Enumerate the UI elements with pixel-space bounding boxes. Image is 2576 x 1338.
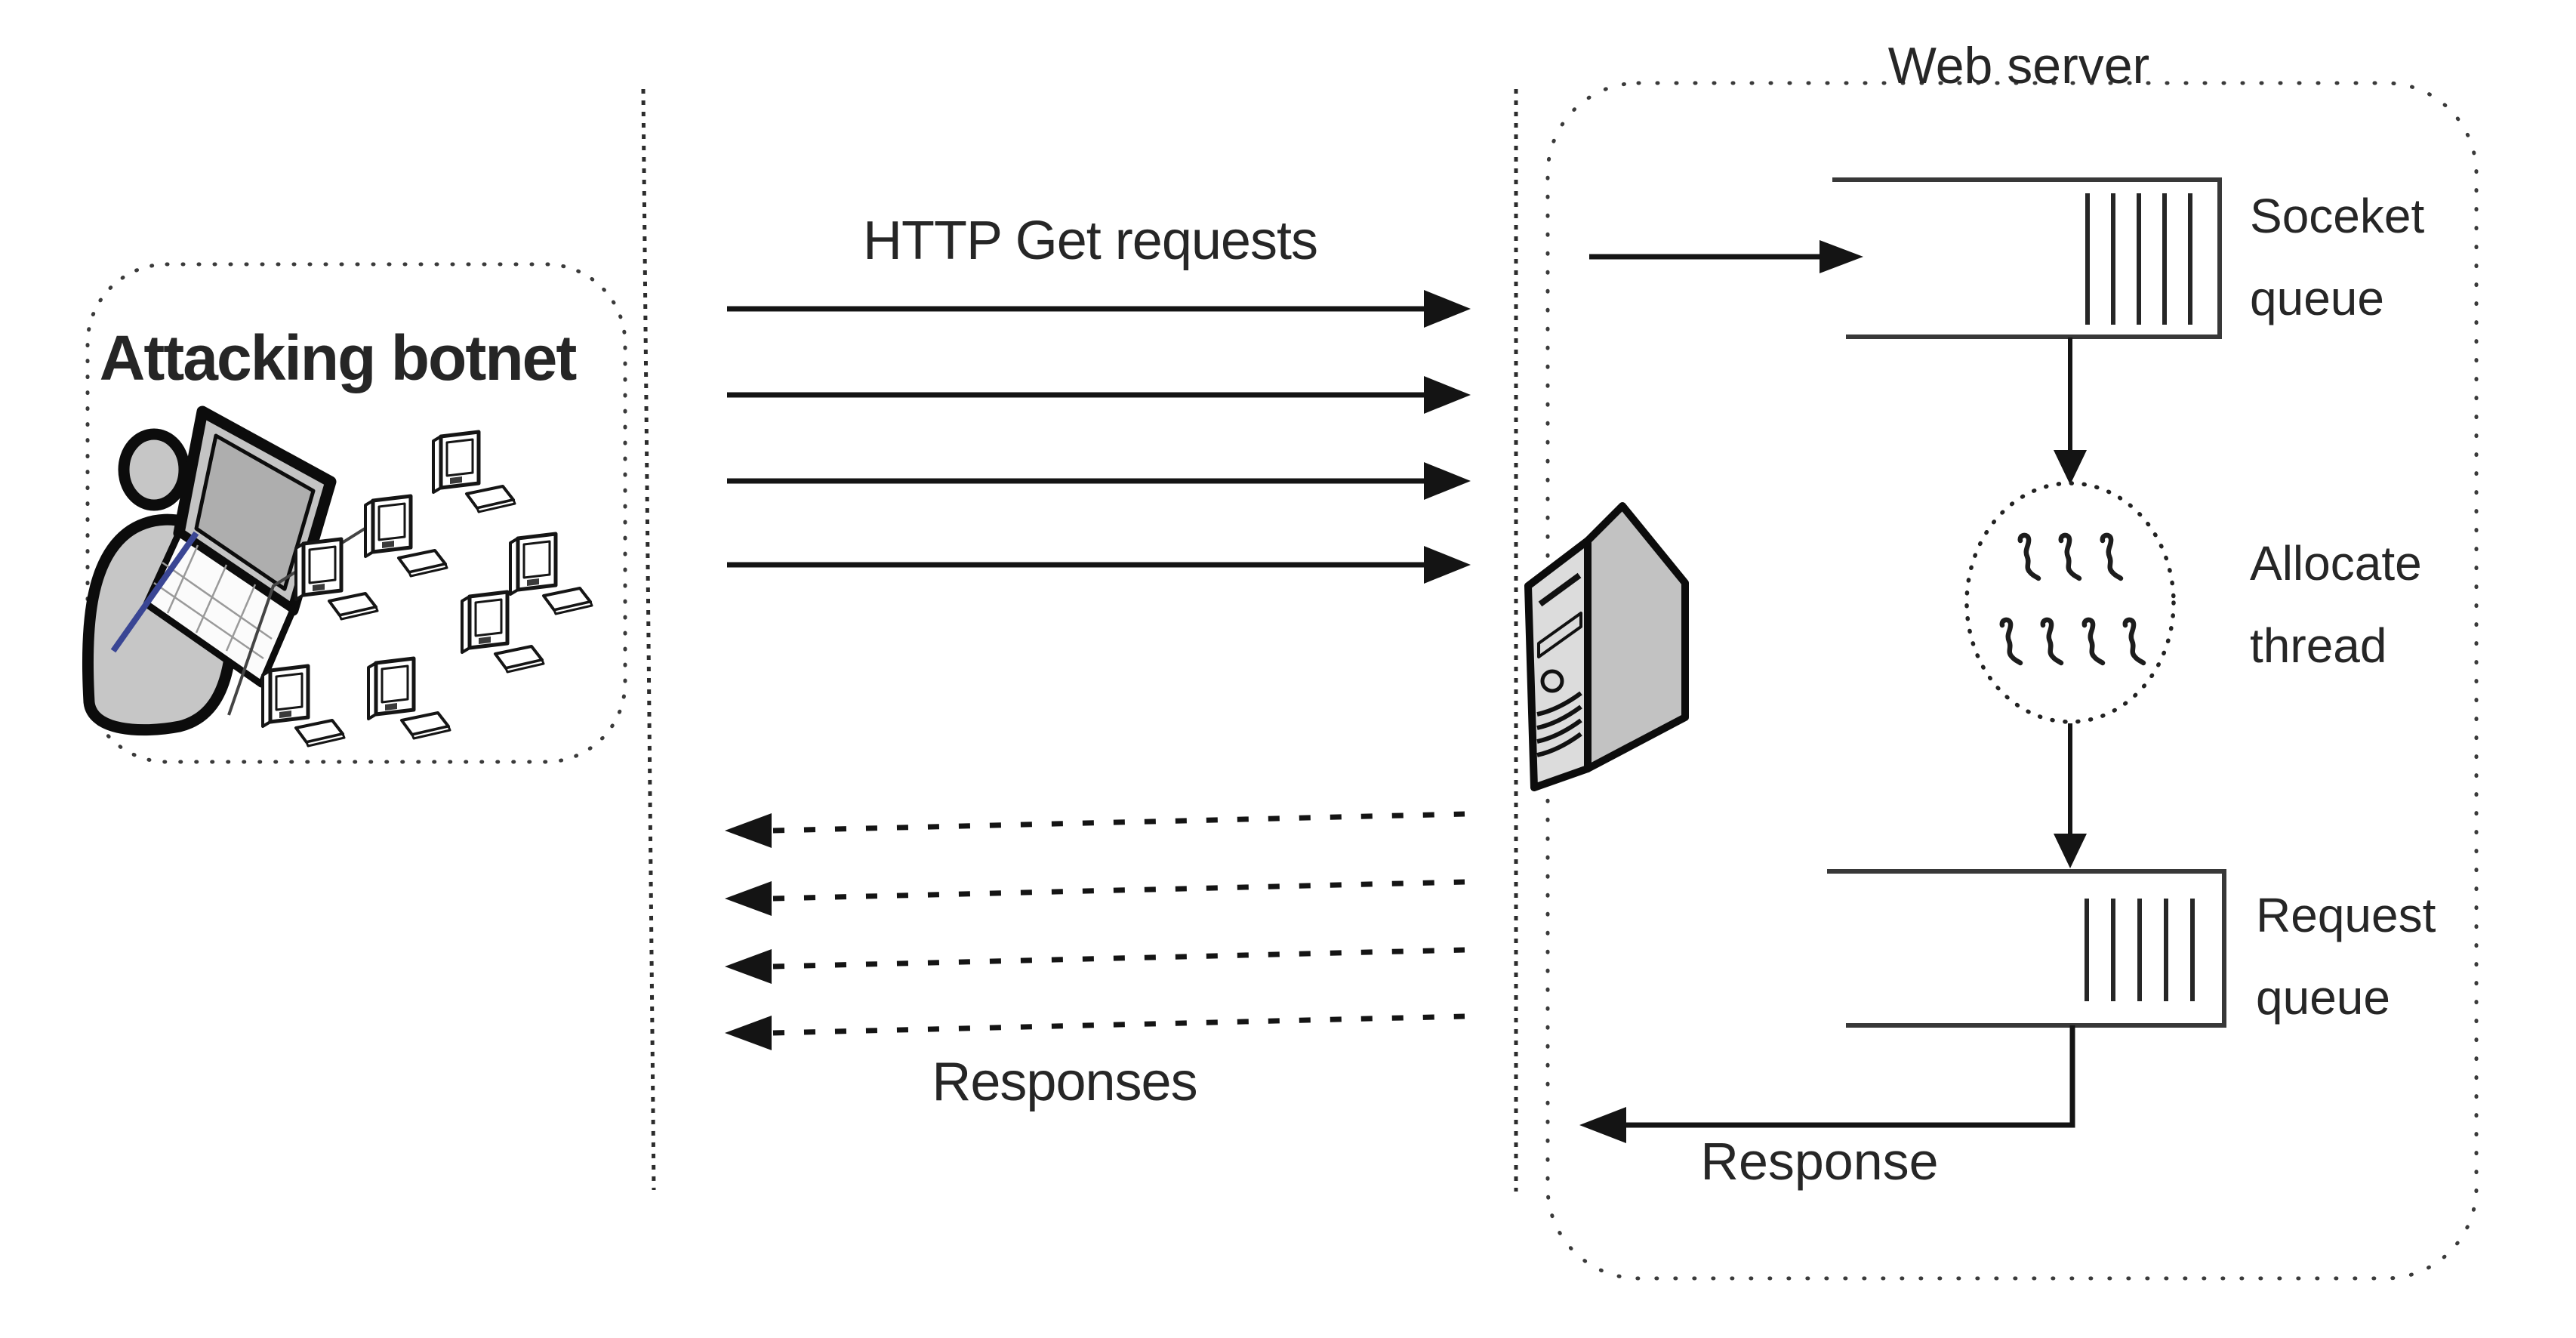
thread-squiggle — [2125, 620, 2143, 663]
broadcast-lines — [227, 502, 406, 716]
attacker-emblem — [82, 405, 592, 746]
bot-computer-icon — [462, 592, 544, 672]
thread-squiggle — [2085, 620, 2103, 663]
web-server-label: Web server — [1887, 37, 2150, 94]
socket-queue-slots — [2085, 193, 2192, 325]
socket-entry-arrow — [1589, 240, 1863, 273]
thread-to-request-arrow — [2054, 723, 2087, 868]
tower-vents — [1536, 691, 1582, 757]
attacker-person-icon — [82, 428, 239, 736]
request-arrow — [727, 546, 1471, 584]
allocate-thread-label: Allocate thread — [2250, 536, 2422, 673]
laptop-keys — [153, 544, 273, 660]
thread-squiggle — [2061, 535, 2079, 578]
socket-queue-box — [1832, 177, 2222, 339]
thread-squiggle — [2020, 535, 2038, 578]
response-arrow — [725, 947, 1465, 984]
socket-to-thread-arrow — [2054, 338, 2087, 485]
http-requests-label: HTTP Get requests — [863, 211, 1318, 271]
request-arrow — [727, 290, 1471, 328]
thread-squiggles — [2002, 535, 2143, 663]
request-arrow — [727, 376, 1471, 414]
allocate-thread-circle — [1964, 481, 2176, 724]
separator-line-left — [641, 88, 656, 1191]
pen-icon — [110, 531, 199, 653]
bot-computer-icon — [263, 666, 344, 746]
request-queue-label: Request queue — [2256, 888, 2436, 1025]
web-server-box — [1545, 81, 2479, 1281]
bot-computer-icon — [510, 534, 592, 614]
bot-computer-icon — [368, 658, 450, 738]
request-queue-slots — [2085, 899, 2195, 1001]
thread-squiggle — [2043, 620, 2061, 663]
bot-computer-icon — [433, 432, 515, 512]
request-arrow — [727, 462, 1471, 500]
server-tower-icon — [1524, 502, 1689, 791]
request-queue-box — [1827, 869, 2226, 1028]
botnet-box — [85, 262, 627, 764]
thread-squiggle — [2002, 620, 2020, 663]
http-request-arrows — [727, 290, 1471, 584]
thread-squiggle — [2103, 535, 2121, 578]
response-arrow — [725, 1013, 1465, 1050]
laptop-icon — [110, 405, 337, 688]
responses-label: Responses — [932, 1052, 1197, 1112]
response-arrows — [725, 811, 1465, 1050]
response-return-arrow — [1579, 1025, 2075, 1143]
response-label: Response — [1700, 1132, 1939, 1191]
response-arrow — [725, 811, 1465, 848]
response-arrow — [725, 879, 1465, 916]
bot-computer-icon — [365, 496, 447, 576]
attacking-botnet-label: Attacking botnet — [99, 322, 578, 393]
socket-queue-label: Soceket queue — [2250, 189, 2425, 325]
